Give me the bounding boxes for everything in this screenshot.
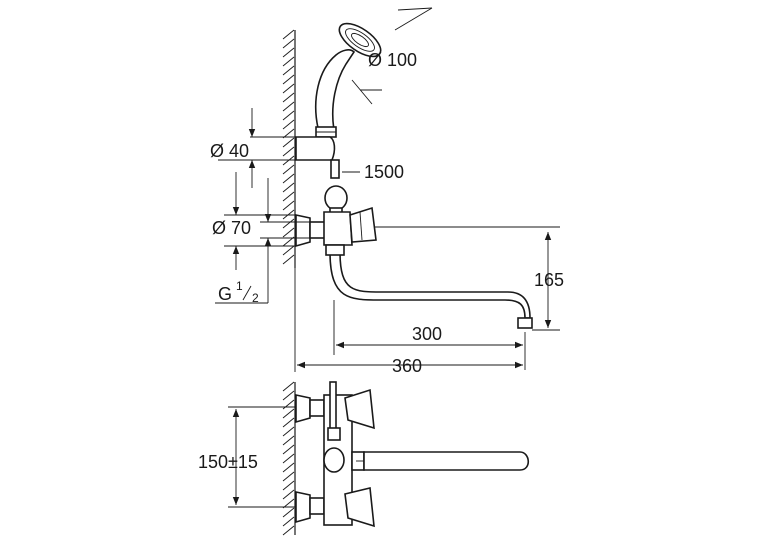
hatch-line <box>282 245 295 256</box>
holder-diameter-dimension: Ø 40 <box>210 108 300 188</box>
thread-denominator-label: 2 <box>252 291 259 305</box>
hatch-line <box>282 227 295 238</box>
hatch-line <box>282 390 295 401</box>
hatch-line <box>282 435 295 446</box>
hatch-line <box>282 74 295 85</box>
hatch-line <box>282 29 295 40</box>
hatch-line <box>282 47 295 58</box>
centers-label: 150±15 <box>198 452 258 472</box>
spout-height-label: 165 <box>534 270 564 290</box>
hatch-line <box>282 399 295 410</box>
mixer-side <box>295 185 533 329</box>
hatch-line <box>282 408 295 419</box>
hatch-line <box>282 56 295 67</box>
hose-length-dimension: 1500 <box>342 162 404 182</box>
hatch-line <box>282 137 295 148</box>
hatch-line <box>282 101 295 112</box>
hatch-line <box>282 498 295 509</box>
hatch-line <box>282 489 295 500</box>
hatch-line <box>282 507 295 518</box>
overall-reach-dimension: 360 <box>294 268 523 376</box>
hatch-line <box>282 128 295 139</box>
wall-bottom <box>282 381 296 536</box>
hatch-line <box>282 92 295 103</box>
hatch-line <box>282 471 295 482</box>
hatch-line <box>282 426 295 437</box>
hatch-line <box>282 155 295 166</box>
thread-numerator-label: 1 <box>236 279 243 293</box>
hatch-line <box>282 200 295 211</box>
rosette-diameter-label: Ø 70 <box>212 218 251 238</box>
hatch-line <box>282 417 295 428</box>
hatch-line <box>282 236 295 247</box>
spout-height-dimension: 165 <box>375 226 564 331</box>
hatch-line <box>282 480 295 491</box>
hatch-line <box>282 164 295 175</box>
hatch-line <box>282 173 295 184</box>
rosette-diameter-dimension: Ø 70 <box>212 172 296 270</box>
wall-top <box>282 29 296 268</box>
hatch-line <box>282 453 295 464</box>
hatch-line <box>282 110 295 121</box>
hatch-line <box>282 146 295 157</box>
hatch-line <box>282 65 295 76</box>
holder-diameter-label: Ø 40 <box>210 141 249 161</box>
spout-reach-dimension: 300 <box>333 300 526 370</box>
head-diameter-label: Ø 100 <box>368 50 417 70</box>
hand-shower <box>315 22 382 138</box>
thread-prefix-label: G <box>218 284 232 304</box>
hose-length-label: 1500 <box>364 162 404 182</box>
hatch-line <box>282 83 295 94</box>
head-diameter-dimension: Ø 100 <box>351 7 433 105</box>
hatch-line <box>282 218 295 229</box>
hatch-line <box>282 191 295 202</box>
hatch-line <box>282 209 295 220</box>
hatch-line <box>282 38 295 49</box>
hatch-line <box>282 525 295 536</box>
hatch-line <box>282 444 295 455</box>
spout-reach-label: 300 <box>412 324 442 344</box>
hatch-line <box>282 182 295 193</box>
overall-reach-label: 360 <box>392 356 422 376</box>
centers-dimension: 150±15 <box>198 406 296 508</box>
hatch-line <box>282 462 295 473</box>
mixer-front <box>295 381 530 528</box>
hatch-line <box>282 119 295 130</box>
hatch-line <box>282 381 295 392</box>
hatch-line <box>282 254 295 265</box>
thread-dimension: G 1 2 <box>215 178 310 305</box>
hatch-line <box>282 516 295 527</box>
